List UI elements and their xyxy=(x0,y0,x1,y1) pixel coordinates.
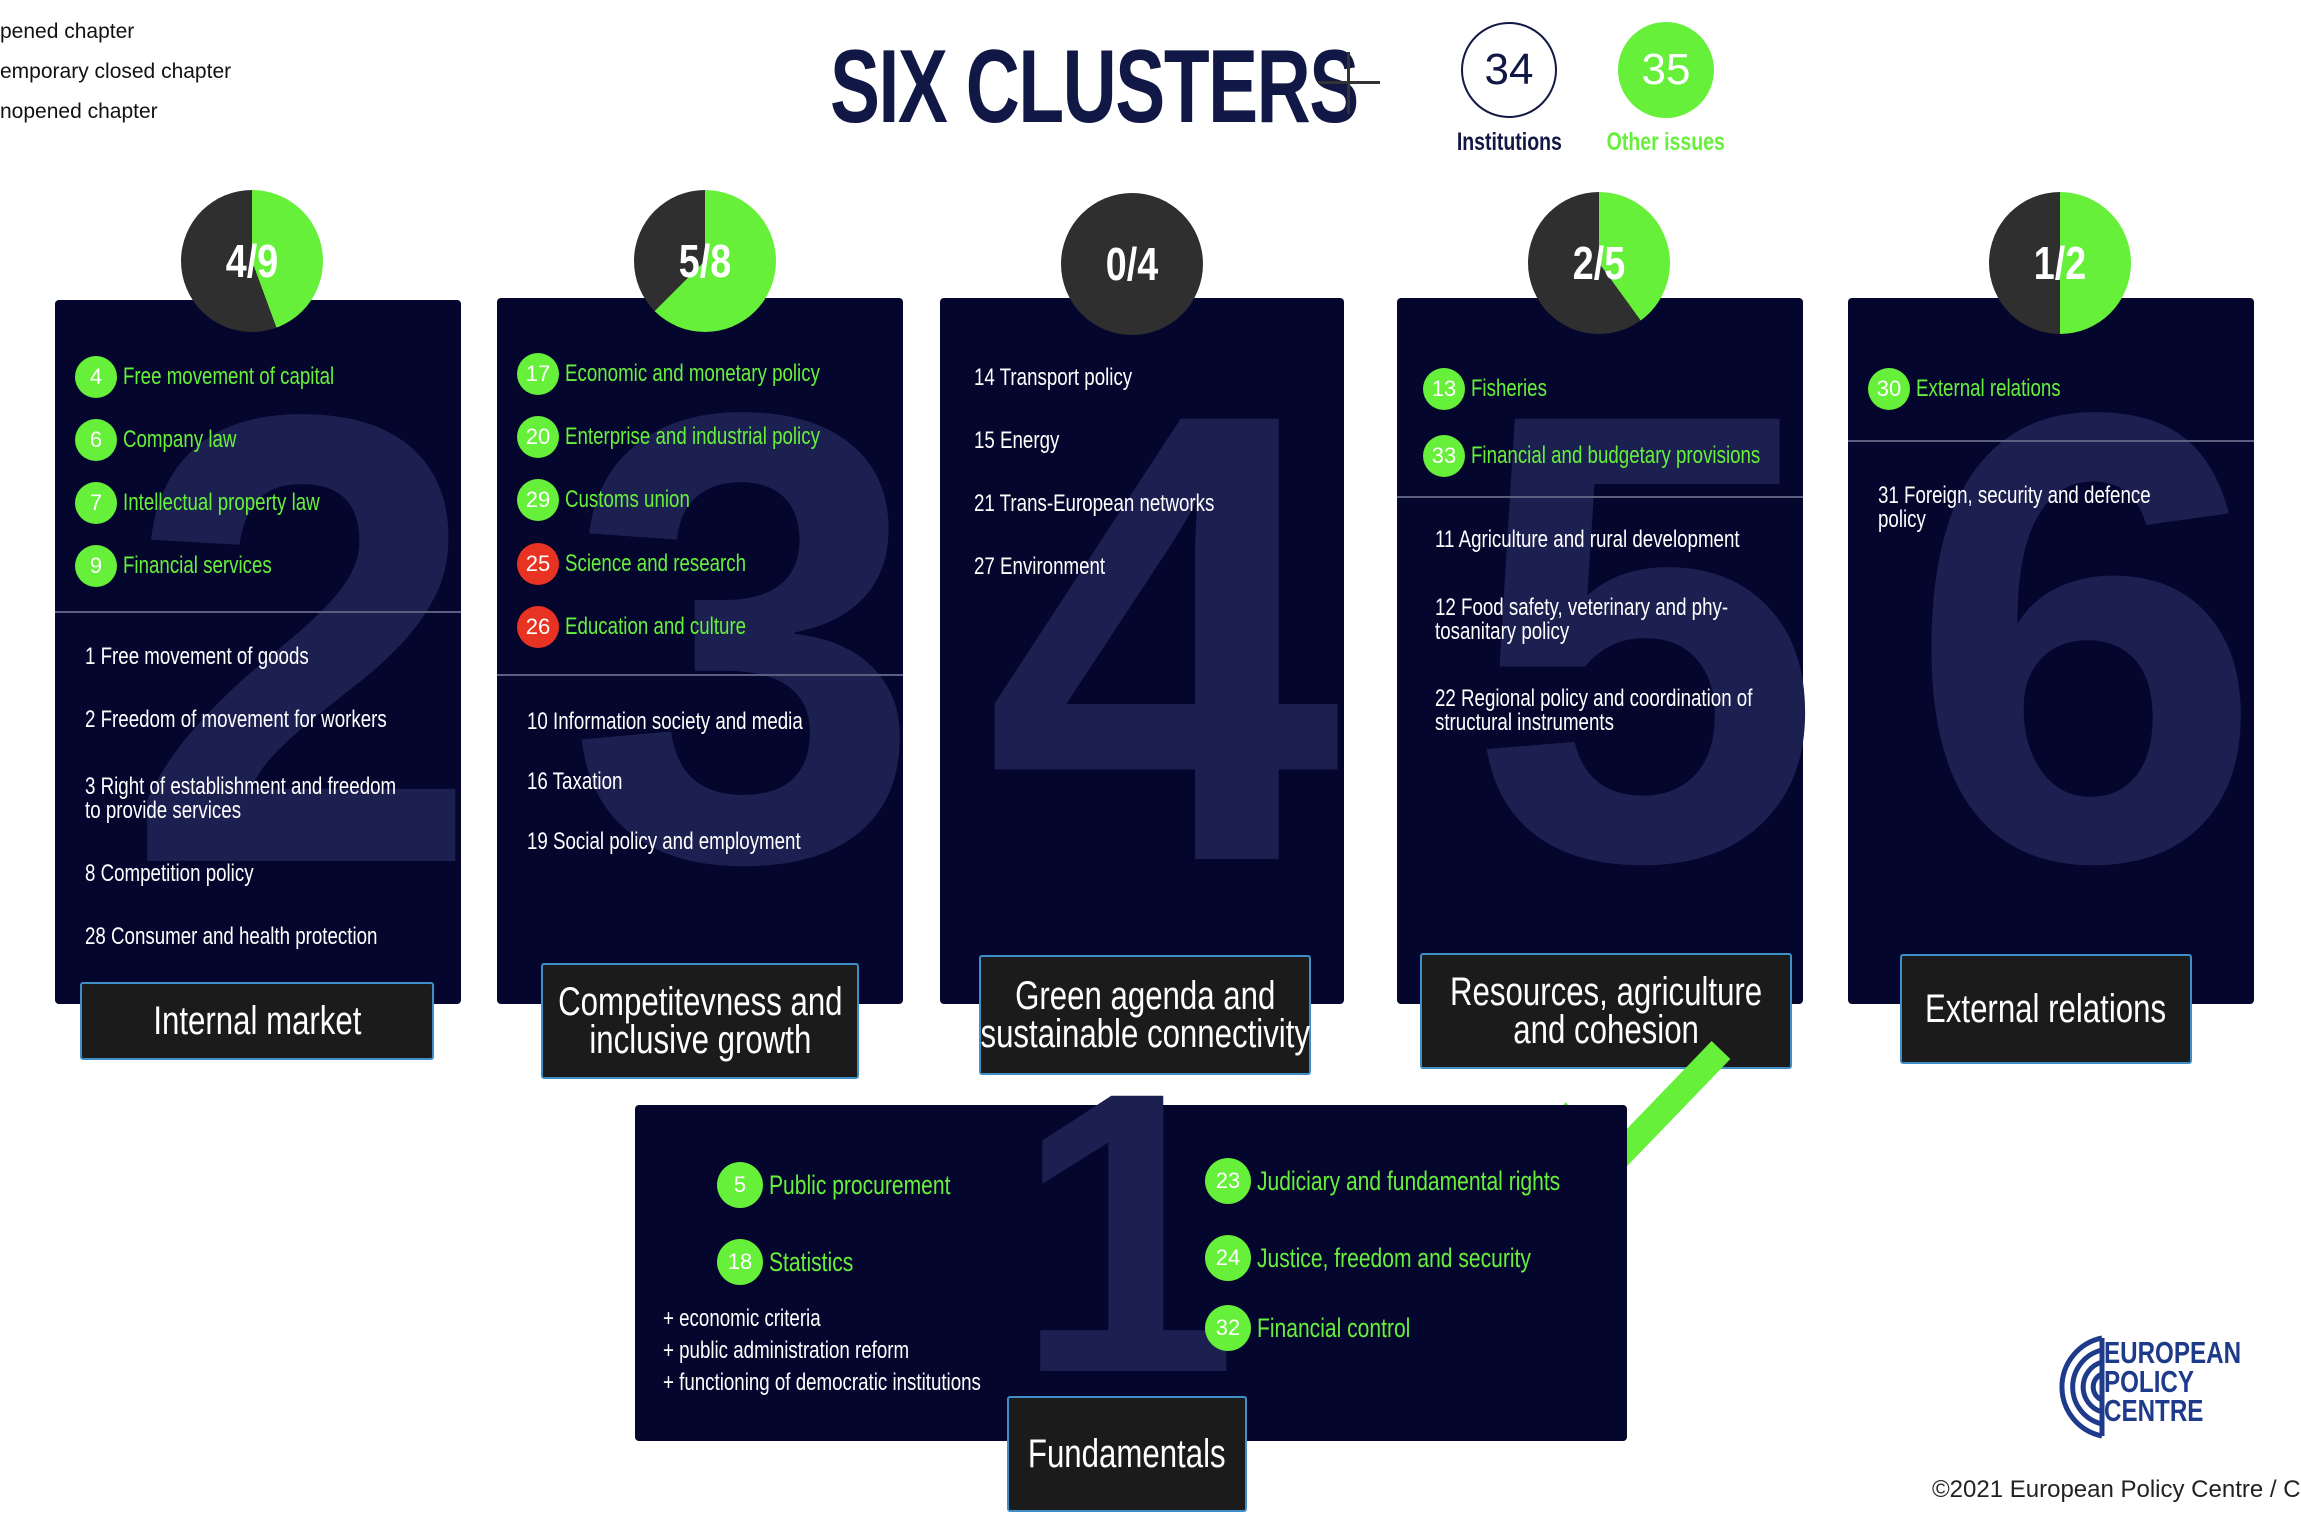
chapter-item-unopened: 11 Agriculture and rural development xyxy=(1435,526,1740,553)
section-divider xyxy=(1397,496,1803,498)
chapter-number-badge: 26 xyxy=(517,606,559,648)
chapter-number-badge: 20 xyxy=(517,416,559,458)
legend-opened: pened chapter xyxy=(0,20,135,43)
chapter-item-unopened: 2 Freedom of movement for workers xyxy=(85,706,387,733)
other-issues-count-badge: 35 xyxy=(1618,22,1714,118)
cluster-6-progress-pie: 1/2 xyxy=(1989,192,2131,334)
chapter-number-badge: 18 xyxy=(717,1239,763,1285)
section-divider xyxy=(55,611,461,613)
institutions-count-badge: 34 xyxy=(1461,22,1557,118)
chapter-item-unopened: 15 Energy xyxy=(974,427,1060,454)
chapter-number-badge: 30 xyxy=(1868,368,1910,410)
section-divider xyxy=(497,674,903,676)
cluster-4-watermark-number: 4 xyxy=(985,280,1341,995)
chapter-number-badge: 33 xyxy=(1423,435,1465,477)
copyright-text: ©2021 European Policy Centre / C xyxy=(1932,1476,2301,1503)
chapter-number-badge: 4 xyxy=(75,356,117,398)
chapter-number-badge: 23 xyxy=(1205,1158,1251,1204)
chapter-number-badge: 32 xyxy=(1205,1305,1251,1351)
chapter-number-badge: 13 xyxy=(1423,368,1465,410)
chapter-item-unopened: 10 Information society and media xyxy=(527,708,803,735)
chapter-item-unopened: 19 Social policy and employment xyxy=(527,828,801,855)
chapter-item-unopened: 1 Free movement of goods xyxy=(85,643,309,670)
page-title: SIX CLUSTERS xyxy=(830,29,1359,145)
institutions-label: Institutions xyxy=(1456,128,1562,156)
other-issues-label: Other issues xyxy=(1606,128,1726,156)
chapter-item-unopened: 8 Competition policy xyxy=(85,860,254,887)
chapter-item-unopened: 16 Taxation xyxy=(527,768,623,795)
section-divider xyxy=(1848,440,2254,442)
fundamentals-label: Fundamentals xyxy=(1007,1396,1247,1512)
chapter-item-unopened: 21 Trans-European networks xyxy=(974,490,1215,517)
epc-logo: EUROPEAN POLICY CENTRE xyxy=(2040,1328,2241,1448)
plus-icon xyxy=(1318,52,1380,114)
legend-unopened: nopened chapter xyxy=(0,100,158,123)
chapter-number-badge: 17 xyxy=(517,353,559,395)
chapter-item-unopened: 14 Transport policy xyxy=(974,364,1133,391)
cluster-5-progress-pie: 2/5 xyxy=(1528,192,1670,334)
chapter-number-badge: 29 xyxy=(517,479,559,521)
epc-logo-text: EUROPEAN POLICY CENTRE xyxy=(2104,1335,2242,1428)
chapter-item-unopened: 28 Consumer and health protection xyxy=(85,923,378,950)
cluster-6-label: External relations xyxy=(1900,954,2192,1064)
chapter-number-badge: 24 xyxy=(1205,1235,1251,1281)
legend-temporary-closed: emporary closed chapter xyxy=(0,60,232,83)
fundamentals-extras: + economic criteria + public administrat… xyxy=(663,1305,981,1396)
chapter-item-unopened: 27 Environment xyxy=(974,553,1106,580)
epc-logo-mark-icon xyxy=(2059,1335,2105,1439)
chapter-number-badge: 6 xyxy=(75,419,117,461)
chapter-number-badge: 7 xyxy=(75,482,117,524)
cluster-4-progress-pie: 0/4 xyxy=(1061,193,1203,335)
cluster-3-progress-pie: 5/8 xyxy=(634,190,776,332)
cluster-4-panel: 4 14 Transport policy 15 Energy 21 Trans… xyxy=(940,298,1344,1004)
chapter-number-badge: 9 xyxy=(75,545,117,587)
cluster-2-progress-pie: 4/9 xyxy=(181,190,323,332)
chapter-number-badge: 5 xyxy=(717,1162,763,1208)
cluster-6-watermark-number: 6 xyxy=(1908,280,2264,995)
chapter-item-unopened: 12 Food safety, veterinary and phy-tosan… xyxy=(1435,594,1729,645)
chapter-legend: pened chapter emporary closed chapter no… xyxy=(0,12,231,132)
chapter-number-badge: 25 xyxy=(517,543,559,585)
cluster-2-label: Internal market xyxy=(80,982,434,1060)
